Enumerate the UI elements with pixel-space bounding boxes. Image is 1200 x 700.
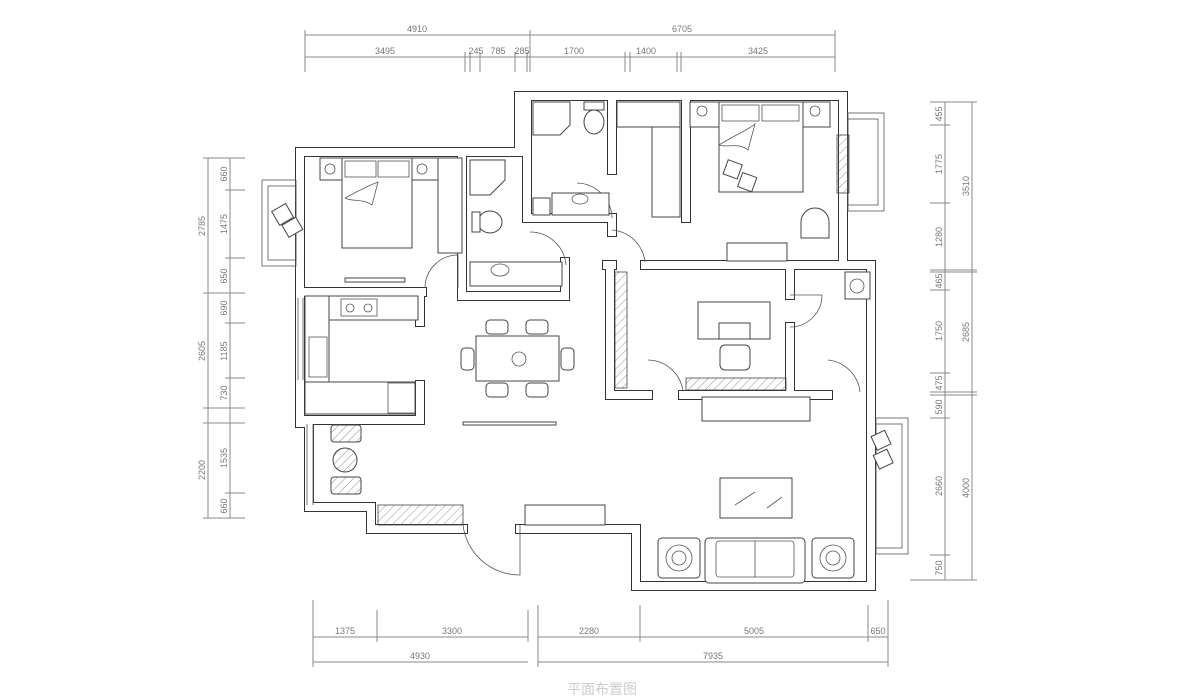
dim-label: 1775 xyxy=(934,154,944,174)
dim-label: 2200 xyxy=(197,460,207,480)
dim-label: 1535 xyxy=(219,448,229,468)
dining-chair xyxy=(485,319,509,335)
dim-label: 455 xyxy=(934,106,944,121)
balcony-table xyxy=(332,447,358,473)
desk-chair xyxy=(800,207,830,239)
left-dimensions: 2785 2605 2200 660 1475 650 690 1185 730… xyxy=(197,157,245,519)
bottom-dimensions: 1375 3300 2280 5005 650 4930 7935 xyxy=(312,600,889,667)
study-cabinet xyxy=(685,377,787,391)
dim-label: 6705 xyxy=(672,24,692,34)
dim-label: 750 xyxy=(934,560,944,575)
dim-label: 475 xyxy=(934,375,944,390)
dining-chair xyxy=(525,382,549,398)
armchair xyxy=(870,429,892,451)
desk-chair-back xyxy=(718,322,751,340)
dim-label: 4000 xyxy=(961,478,971,498)
dim-label: 650 xyxy=(870,626,885,636)
dim-label: 1475 xyxy=(219,214,229,234)
dim-label: 1400 xyxy=(636,46,656,56)
stove xyxy=(340,298,378,317)
double-bed xyxy=(718,101,804,193)
dining-chair xyxy=(525,319,549,335)
dining-table xyxy=(475,335,560,382)
dim-label: 660 xyxy=(219,498,229,513)
dining-chair xyxy=(560,347,575,371)
dim-label: 2605 xyxy=(197,341,207,361)
dim-label: 465 xyxy=(934,273,944,288)
dim-label: 1375 xyxy=(335,626,355,636)
dim-label: 285 xyxy=(514,46,529,56)
dim-label: 4930 xyxy=(410,651,430,661)
dim-label: 690 xyxy=(219,300,229,315)
dim-label: 2685 xyxy=(961,322,971,342)
toilet xyxy=(477,210,503,234)
cabinet xyxy=(836,134,850,194)
dim-label: 2280 xyxy=(579,626,599,636)
dim-label: 1700 xyxy=(564,46,584,56)
armchair xyxy=(722,159,743,180)
wall xyxy=(606,261,652,399)
centerpiece xyxy=(511,351,527,367)
dim-label: 1280 xyxy=(934,227,944,247)
shoe-cabinet xyxy=(377,504,464,526)
dining-chair xyxy=(485,382,509,398)
shower xyxy=(469,159,506,196)
tv-console xyxy=(701,396,811,422)
dim-label: 245 xyxy=(468,46,483,56)
dim-label: 650 xyxy=(219,268,229,283)
dim-label: 3510 xyxy=(961,176,971,196)
dim-label: 730 xyxy=(219,385,229,400)
washing-machine xyxy=(844,271,871,300)
closet-shelf xyxy=(616,101,681,128)
refrigerator xyxy=(387,382,416,414)
right-dimensions: 455 1775 1280 465 1750 475 590 2660 750 … xyxy=(910,101,977,581)
dim-label: 1185 xyxy=(219,341,229,360)
top-dimensions: 4910 6705 3495 245 785 285 1700 1400 342… xyxy=(304,24,836,72)
balcony-chair xyxy=(330,476,362,495)
bookshelf xyxy=(614,271,628,389)
dim-label: 3495 xyxy=(375,46,395,56)
dim-label: 7935 xyxy=(703,651,723,661)
dim-label: 1750 xyxy=(934,321,944,341)
entry-cabinet xyxy=(524,504,606,526)
armchair xyxy=(281,216,304,239)
dim-label: 785 xyxy=(490,46,505,56)
dim-label: 660 xyxy=(219,166,229,181)
bench xyxy=(726,242,788,262)
vanity xyxy=(469,261,563,287)
wall xyxy=(523,92,616,222)
dim-label: 4910 xyxy=(407,24,427,34)
tv-cabinet xyxy=(344,277,406,283)
closet-shelf xyxy=(651,126,681,218)
kitchen-counter xyxy=(304,381,416,415)
sink xyxy=(308,336,328,378)
dim-label: 2785 xyxy=(197,216,207,236)
dim-label: 590 xyxy=(934,399,944,414)
armchair xyxy=(657,537,701,579)
wall xyxy=(296,92,875,590)
drawing-title: 平面布置图 xyxy=(567,681,637,697)
double-bed xyxy=(341,157,413,249)
toilet xyxy=(583,109,605,135)
armchair xyxy=(736,171,758,193)
furniture xyxy=(271,101,894,584)
dim-label: 3425 xyxy=(748,46,768,56)
dim-label: 2660 xyxy=(934,476,944,496)
dining-chair xyxy=(460,347,475,371)
sideboard xyxy=(462,421,557,426)
shower xyxy=(532,101,571,136)
armchair xyxy=(271,202,295,227)
wardrobe xyxy=(437,157,463,254)
dim-label: 3300 xyxy=(442,626,462,636)
armchair xyxy=(872,448,894,470)
balcony-chair xyxy=(330,424,362,443)
office-chair xyxy=(719,344,751,371)
armchair xyxy=(811,537,855,579)
dim-label: 5005 xyxy=(744,626,764,636)
wall xyxy=(296,381,424,424)
